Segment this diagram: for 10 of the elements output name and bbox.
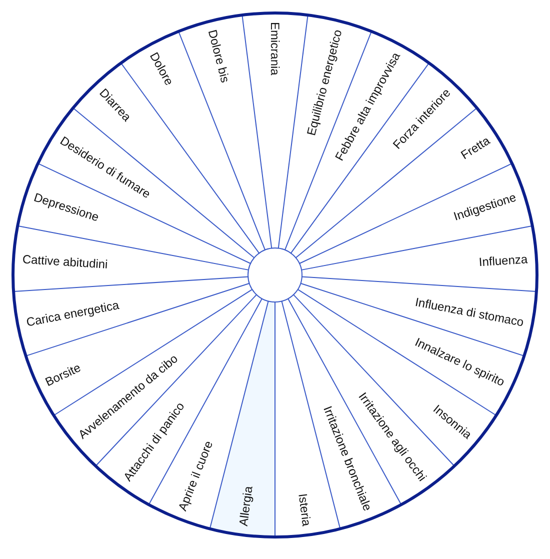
segment-label: Carica energetica [25, 298, 120, 330]
segment-label: Emicrania [268, 22, 282, 76]
segment-label: Equilibrio energetico [304, 28, 345, 137]
segment-label: Dolore bis [205, 28, 232, 84]
segment-label: Cattive abitudini [22, 252, 108, 272]
segment-label: Influenza di stomaco [414, 294, 525, 330]
segment-label: Aprire il cuore [175, 438, 216, 513]
segment-label: Influenza [478, 252, 528, 270]
segment-label: Isteria [296, 492, 314, 527]
segment-label: Allergia [236, 485, 256, 527]
